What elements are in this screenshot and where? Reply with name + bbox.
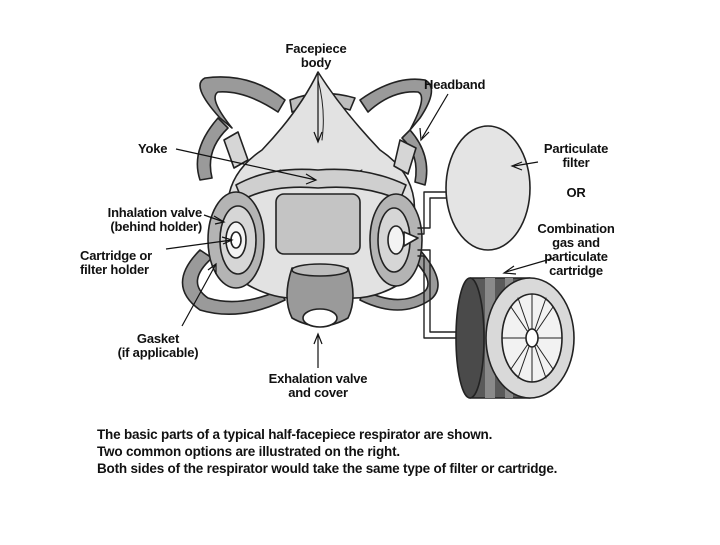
left-cartridge-holder bbox=[207, 191, 265, 289]
label-line: Inhalation valve bbox=[107, 205, 203, 220]
label-facepiece-body: Facepiece body bbox=[268, 42, 364, 70]
combination-cartridge bbox=[455, 277, 575, 399]
right-cartridge-holder bbox=[369, 193, 423, 287]
left-buckle bbox=[223, 131, 249, 169]
label-line: Combination bbox=[537, 221, 615, 236]
label-cartridge-holder: Cartridge or filter holder bbox=[80, 249, 152, 277]
diagram-caption: The basic parts of a typical half-facepi… bbox=[97, 426, 557, 477]
particulate-filter bbox=[445, 125, 531, 251]
facepiece-window bbox=[275, 193, 361, 255]
label-gasket: Gasket (if applicable) bbox=[96, 332, 220, 360]
label-line: filter holder bbox=[80, 262, 149, 277]
leader-lines bbox=[165, 74, 555, 368]
label-particulate-filter: Particulate filter bbox=[530, 142, 622, 170]
yoke bbox=[235, 168, 407, 201]
label-line: and cover bbox=[288, 385, 348, 400]
label-line: particulate bbox=[544, 249, 608, 264]
label-line: body bbox=[300, 55, 332, 70]
label-line: filter bbox=[562, 155, 590, 170]
label-line: Facepiece bbox=[285, 41, 347, 56]
caption-line: Two common options are illustrated on th… bbox=[97, 444, 400, 459]
exhalation-valve bbox=[286, 263, 354, 328]
connector-lines bbox=[417, 191, 461, 339]
caption-line: Both sides of the respirator would take … bbox=[97, 461, 558, 476]
right-buckle bbox=[393, 139, 417, 175]
label-line: Cartridge or bbox=[80, 248, 153, 263]
label-headband: Headband bbox=[424, 77, 486, 92]
label-inhalation-valve: Inhalation valve (behind holder) bbox=[70, 205, 203, 234]
label-combination-cartridge: Combination gas and particulate cartridg… bbox=[526, 222, 626, 278]
label-line: Gasket bbox=[136, 331, 180, 346]
label-line: (if applicable) bbox=[117, 345, 199, 360]
label-line: gas and bbox=[552, 235, 600, 250]
label-line: Particulate bbox=[543, 141, 609, 156]
caption-line: The basic parts of a typical half-facepi… bbox=[97, 427, 493, 442]
label-exhalation-valve: Exhalation valve and cover bbox=[252, 372, 384, 400]
label-line: Exhalation valve bbox=[268, 371, 368, 386]
label-or: OR bbox=[566, 185, 586, 200]
label-line: cartridge bbox=[549, 263, 603, 278]
label-yoke: Yoke bbox=[138, 141, 168, 156]
label-line: (behind holder) bbox=[110, 219, 202, 234]
